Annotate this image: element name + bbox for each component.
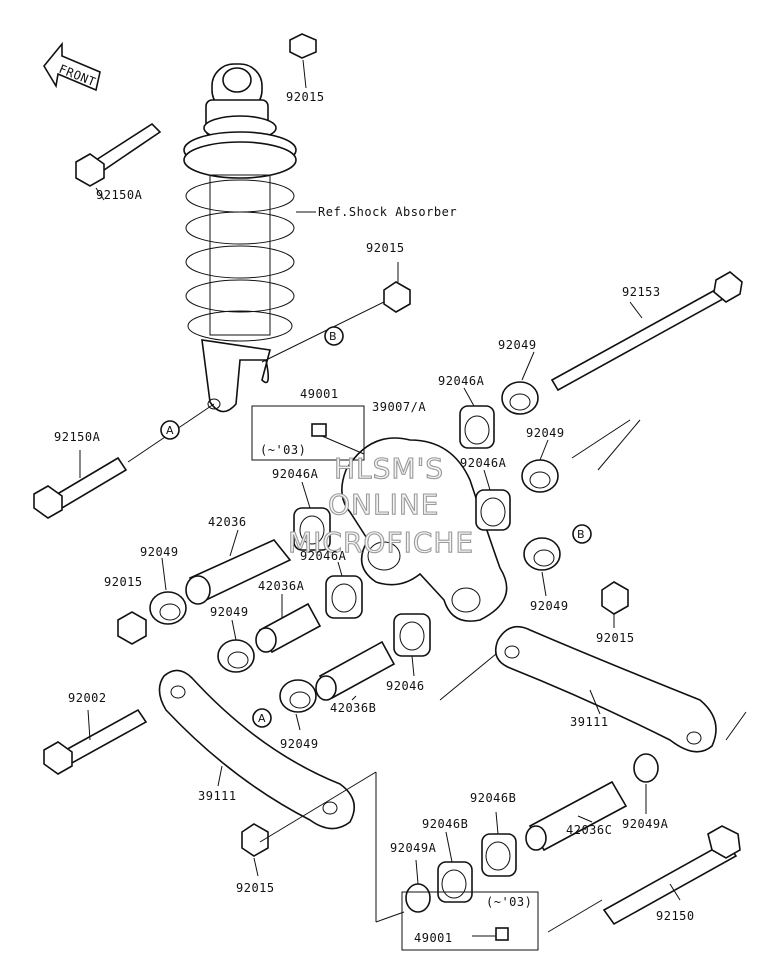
watermark-line-3: MICROFICHE: [288, 526, 474, 559]
label-42036: 42036: [208, 515, 247, 529]
label-39007A: 39007/A: [372, 400, 426, 414]
collar-92049-top: [501, 381, 539, 415]
label-92049-l3: 92049: [280, 737, 319, 751]
label-92049-rb: 92049: [530, 599, 569, 613]
collar-92049-left1: [149, 591, 187, 625]
bearing-92046A-d: [325, 575, 363, 619]
shock-absorber: [183, 63, 297, 413]
watermark-line-1: HLSM'S: [334, 452, 444, 485]
label-92046B-a: 92046B: [470, 791, 516, 805]
watermark: HLSM'S ONLINE MICROFICHE: [287, 451, 474, 559]
label-42036B: 42036B: [330, 701, 376, 715]
bearing-92046: [393, 613, 431, 657]
bearing-92046A-top: [459, 405, 495, 449]
label-92049-l2: 92049: [210, 605, 249, 619]
collar-92049-l3: [279, 679, 317, 713]
rocker-arm-39007A: [341, 437, 508, 622]
label-39111-left: 39111: [198, 789, 237, 803]
label-92046A-d: 92046A: [300, 549, 347, 563]
collar-42036C: [525, 780, 628, 852]
watermark-line-2: ONLINE: [328, 488, 439, 521]
ref-note: Ref.Shock Absorber: [318, 205, 457, 219]
collar-42036B: [315, 640, 396, 701]
collar-92049-left2: [217, 639, 255, 673]
label-92046A-b: 92046A: [460, 456, 507, 470]
label-92049A-right: 92049A: [622, 817, 669, 831]
bearing-92046A-c: [293, 507, 331, 551]
label-49001-top: 49001: [300, 387, 339, 401]
label-92153: 92153: [622, 285, 661, 299]
label-92015-bottom: 92015: [236, 881, 275, 895]
grease-fitting-49001-top: [251, 405, 365, 461]
nut-92015-bottom: [241, 823, 269, 857]
bolt-92150: [602, 825, 741, 926]
label-42036C: 42036C: [566, 823, 612, 837]
label-92015-left: 92015: [104, 575, 143, 589]
label-92150A-top: 92150A: [96, 188, 143, 202]
marker-b-1: B: [329, 330, 337, 343]
grease-fitting-49001-bottom: [401, 891, 539, 951]
bearing-92046A-b: [475, 489, 511, 531]
bolt-92150A-left: [33, 450, 128, 519]
nut-92015-mid: [383, 262, 411, 313]
collar-92049-rb: [523, 537, 561, 571]
label-92046B-b: 92046B: [422, 817, 468, 831]
nut-92015-right: [601, 581, 629, 615]
bolt-92150A-top: [75, 122, 162, 201]
nut-92015-left: [117, 611, 147, 645]
tie-rod-39111-right: [494, 625, 717, 753]
collar-42036: [185, 539, 292, 605]
bolt-92002: [43, 708, 148, 775]
bearing-92046B-a: [481, 833, 517, 877]
collar-92049A-right: [633, 753, 659, 783]
label-92049A-left: 92049A: [390, 841, 437, 855]
bearing-92046B-b: [437, 861, 473, 903]
label-92015-top: 92015: [286, 90, 325, 104]
label-42036A: 42036A: [258, 579, 305, 593]
label-92046A-c: 92046A: [272, 467, 319, 481]
label-92150A-left: 92150A: [54, 430, 101, 444]
tie-rod-39111-left: [158, 669, 356, 830]
label-92015-mid: 92015: [366, 241, 405, 255]
leader-lines: [87, 211, 747, 933]
label-92150: 92150: [656, 909, 695, 923]
label-92046A-a: 92046A: [438, 374, 485, 388]
front-arrow-icon: FRONT: [43, 41, 101, 92]
label-49001-bottom: 49001: [414, 931, 453, 945]
collar-92049A-left: [405, 883, 431, 913]
label-92049-top: 92049: [498, 338, 537, 352]
variant-note-top: (~'03): [260, 443, 306, 457]
label-92002: 92002: [68, 691, 107, 705]
variant-note-bottom: (~'03): [486, 895, 532, 909]
collar-92049-right: [521, 459, 559, 493]
marker-a-2: A: [258, 712, 266, 725]
nut-92015-top: [289, 33, 317, 89]
marker-b-2: B: [577, 528, 585, 541]
label-92015-right: 92015: [596, 631, 635, 645]
bolt-92153: [550, 271, 743, 392]
label-92049-right: 92049: [526, 426, 565, 440]
label-92046: 92046: [386, 679, 425, 693]
label-92049-l1: 92049: [140, 545, 179, 559]
label-39111-right: 39111: [570, 715, 609, 729]
marker-a-1: A: [166, 424, 174, 437]
collar-42036A: [255, 602, 322, 654]
